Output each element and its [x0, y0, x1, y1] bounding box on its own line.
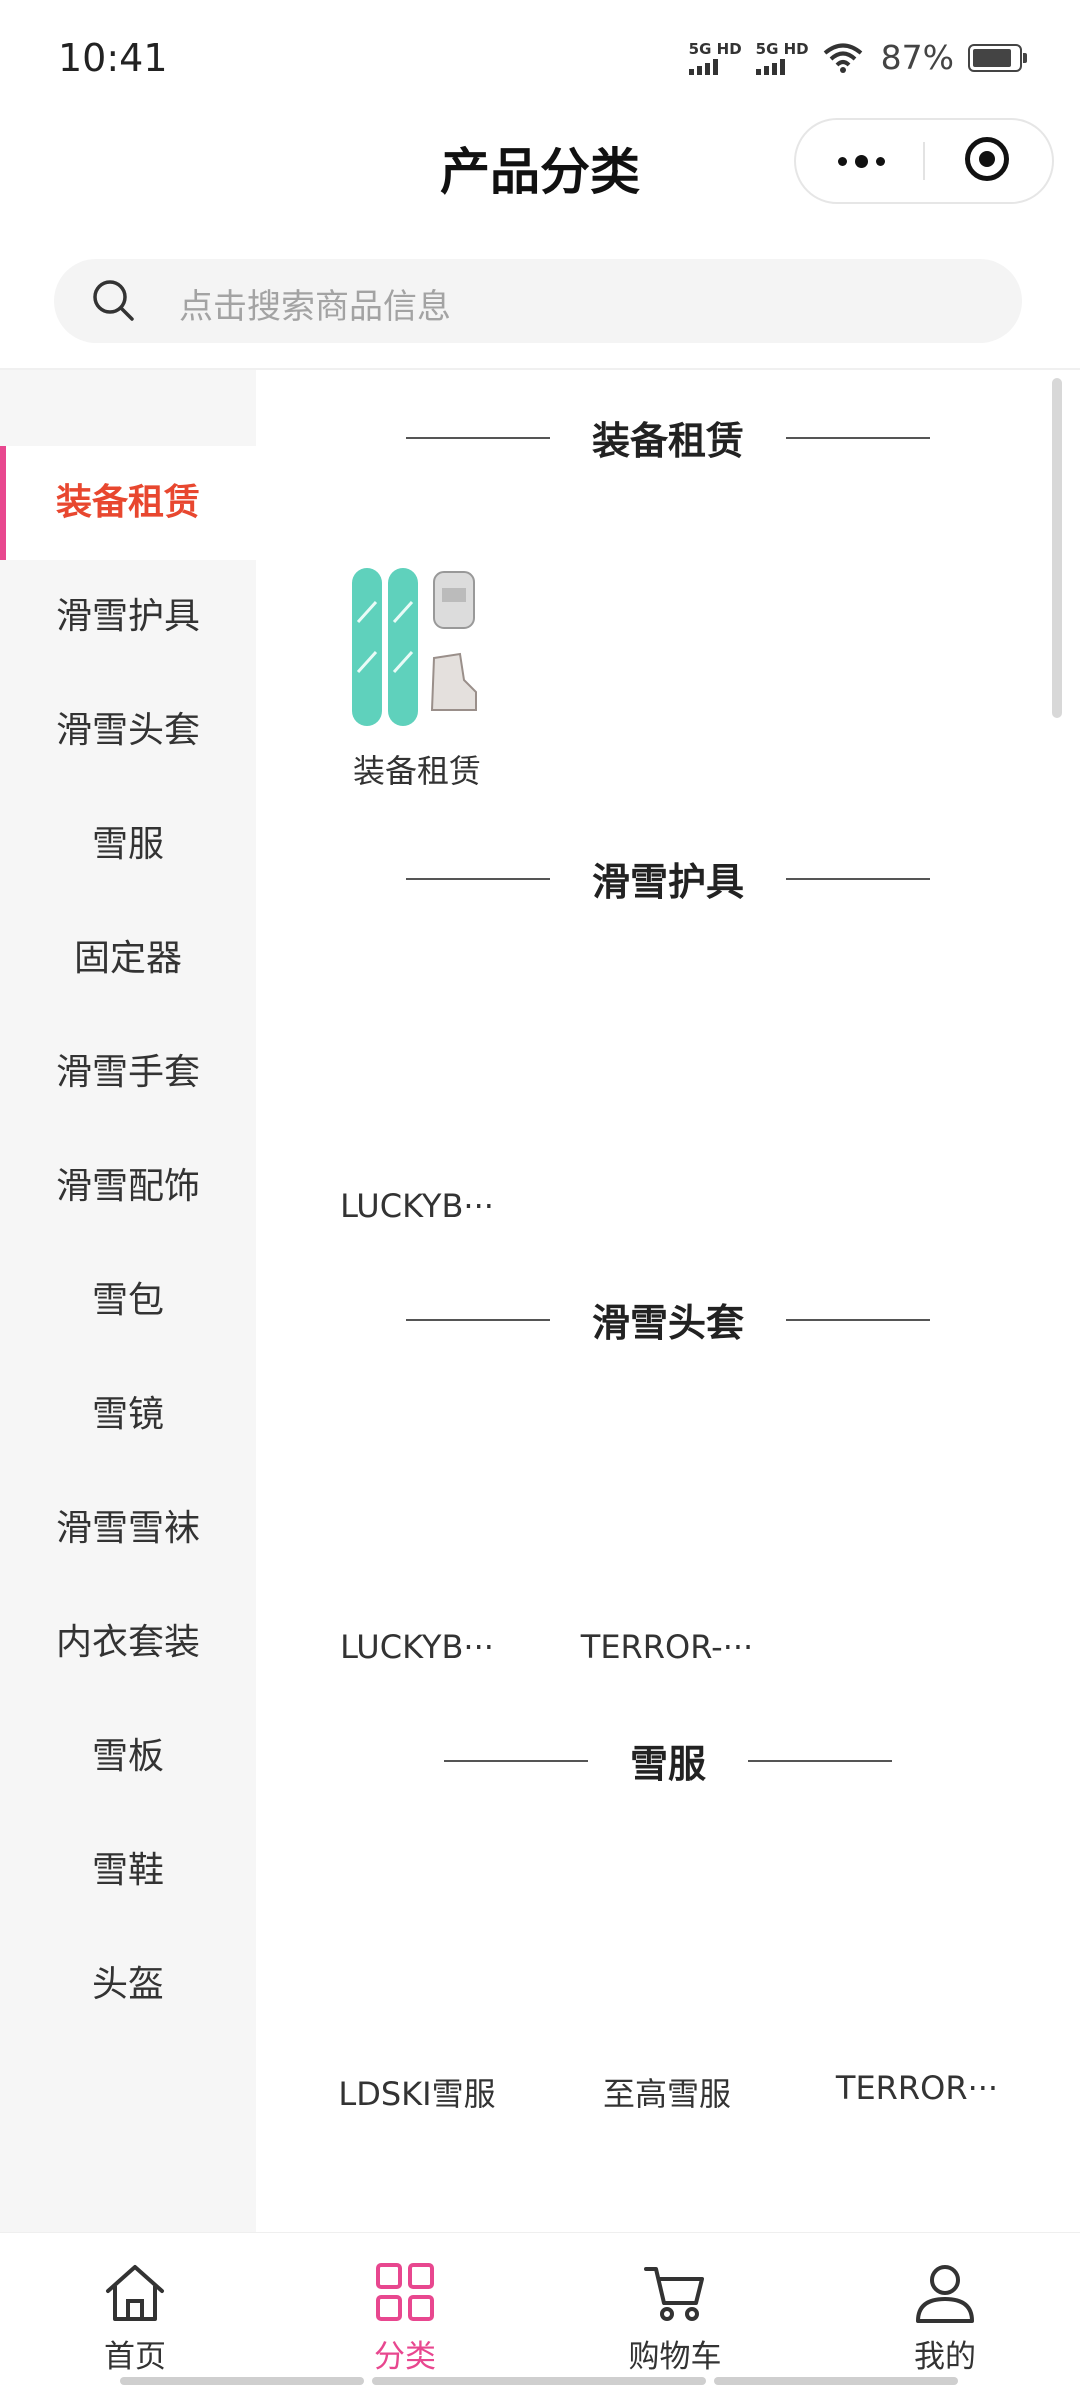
cart-icon [644, 2267, 704, 2321]
tab-cart[interactable]: 购物车 [540, 2233, 810, 2389]
home-icon [106, 2265, 164, 2321]
sidebar-item-socks[interactable]: 滑雪雪袜 [55, 1508, 200, 1549]
product-image [342, 562, 492, 732]
status-icons: 5G HD 5G HD 87% [688, 38, 1027, 77]
section-header: 滑雪护具 [256, 851, 1080, 906]
network-type-label: 5G HD [755, 39, 809, 58]
home-indicator [120, 2377, 364, 2385]
section-header: 装备租赁 [256, 410, 1080, 465]
search-icon [93, 280, 134, 321]
category-section: 装备租赁 装备租赁 [256, 370, 1080, 811]
tab-profile[interactable]: 我的 [810, 2233, 1080, 2389]
tab-label: 分类 [374, 2339, 436, 2375]
tab-label: 首页 [104, 2339, 166, 2375]
tab-category[interactable]: 分类 [270, 2233, 540, 2389]
title-bar: 产品分类 [0, 110, 1080, 220]
home-indicator [372, 2377, 706, 2385]
cellular-signal-icon: 5G HD [688, 39, 742, 75]
product-grid: 装备租赁 [292, 562, 542, 792]
miniprogram-capsule [794, 118, 1054, 204]
product-card[interactable]: 至高雪服 [542, 1885, 792, 2115]
section-title: 滑雪头套 [591, 1301, 744, 1345]
divider-line [405, 1318, 550, 1321]
product-name: TERROR-··· [580, 1628, 754, 1666]
status-bar: 10:41 5G HD 5G HD 87% [0, 0, 1080, 110]
sidebar-item-snow-suit[interactable]: 雪服 [91, 824, 164, 865]
close-miniprogram-icon[interactable] [965, 137, 1009, 181]
battery-percentage: 87% [880, 38, 954, 77]
home-indicator [714, 2377, 958, 2385]
sidebar-item-goggles[interactable]: 雪镜 [91, 1394, 164, 1435]
product-name: LUCKYB··· [340, 1628, 494, 1666]
more-options-icon[interactable] [831, 145, 891, 177]
sidebar-item-face-mask[interactable]: 滑雪头套 [55, 710, 200, 751]
product-grid: LDSKI雪服 至高雪服 TERROR··· [292, 1885, 1042, 2115]
product-grid: LUCKYB··· [292, 1003, 542, 1225]
capsule-divider [923, 142, 925, 180]
product-name: 装备租赁 [352, 752, 481, 790]
category-sidebar: 装备租赁 滑雪护具 滑雪头套 雪服 固定器 滑雪手套 滑雪配饰 雪包 雪镜 滑雪… [0, 370, 256, 2232]
divider-line [748, 1759, 892, 1762]
section-title: 滑雪护具 [591, 860, 744, 904]
divider-line [786, 1318, 930, 1321]
category-section: 雪服 LDSKI雪服 至高雪服 TERROR··· [256, 1693, 1080, 2134]
search-bar[interactable]: 点击搜索商品信息 [54, 259, 1022, 343]
product-card[interactable]: TERROR··· [792, 1885, 1042, 2115]
tab-home[interactable]: 首页 [0, 2233, 270, 2389]
header-divider [0, 368, 1080, 370]
battery-icon [968, 43, 1027, 72]
page-title: 产品分类 [440, 143, 640, 201]
grid-icon [376, 2263, 434, 2321]
divider-line [405, 436, 550, 439]
category-content[interactable]: 装备租赁 装备租赁 滑雪护 [256, 370, 1080, 2232]
product-name: TERROR··· [835, 2069, 999, 2107]
divider-line [786, 877, 930, 880]
sidebar-item-binding[interactable]: 固定器 [73, 938, 182, 979]
product-name: LDSKI雪服 [338, 2075, 496, 2113]
product-grid: LUCKYB··· TERROR-··· [292, 1444, 792, 1666]
sidebar-item-underwear-set[interactable]: 内衣套装 [55, 1622, 200, 1663]
product-card[interactable]: 装备租赁 [292, 562, 542, 792]
sidebar-item-gloves[interactable]: 滑雪手套 [55, 1052, 200, 1093]
bottom-tab-bar: 首页 分类 购物车 我的 [0, 2232, 1080, 2389]
section-header: 滑雪头套 [256, 1292, 1080, 1347]
user-icon [916, 2265, 974, 2323]
tab-label: 购物车 [628, 2339, 722, 2375]
status-time: 10:41 [58, 36, 168, 80]
divider-line [443, 1759, 588, 1762]
product-card[interactable]: LUCKYB··· [292, 1444, 542, 1666]
section-title: 装备租赁 [591, 419, 744, 463]
sidebar-item-accessories[interactable]: 滑雪配饰 [55, 1166, 200, 1207]
category-section: 滑雪头套 LUCKYB··· TERROR-··· [256, 1252, 1080, 1693]
product-name: 至高雪服 [602, 2075, 731, 2113]
product-card[interactable]: LUCKYB··· [292, 1003, 542, 1225]
sidebar-item-snow-boots[interactable]: 雪鞋 [91, 1850, 164, 1891]
cellular-signal-icon: 5G HD [755, 39, 809, 75]
sidebar-item-rental[interactable]: 装备租赁 [0, 446, 256, 560]
section-title: 雪服 [629, 1742, 706, 1786]
sidebar-item-helmet[interactable]: 头盔 [91, 1964, 164, 2005]
wifi-icon [823, 43, 862, 73]
product-card[interactable]: TERROR-··· [542, 1444, 792, 1666]
sidebar-item-protective-gear[interactable]: 滑雪护具 [55, 596, 200, 637]
search-input[interactable]: 点击搜索商品信息 [179, 287, 451, 327]
divider-line [405, 877, 550, 880]
sidebar-item-snowboard[interactable]: 雪板 [91, 1736, 164, 1777]
tab-label: 我的 [914, 2339, 976, 2375]
divider-line [786, 436, 930, 439]
product-card[interactable]: LDSKI雪服 [292, 1885, 542, 2115]
section-header: 雪服 [256, 1733, 1080, 1788]
category-section: 滑雪护具 LUCKYB··· [256, 811, 1080, 1252]
scrollbar[interactable] [1052, 378, 1062, 718]
network-type-label: 5G HD [688, 39, 742, 58]
product-name: LUCKYB··· [340, 1187, 494, 1225]
sidebar-item-snow-bag[interactable]: 雪包 [91, 1280, 164, 1321]
